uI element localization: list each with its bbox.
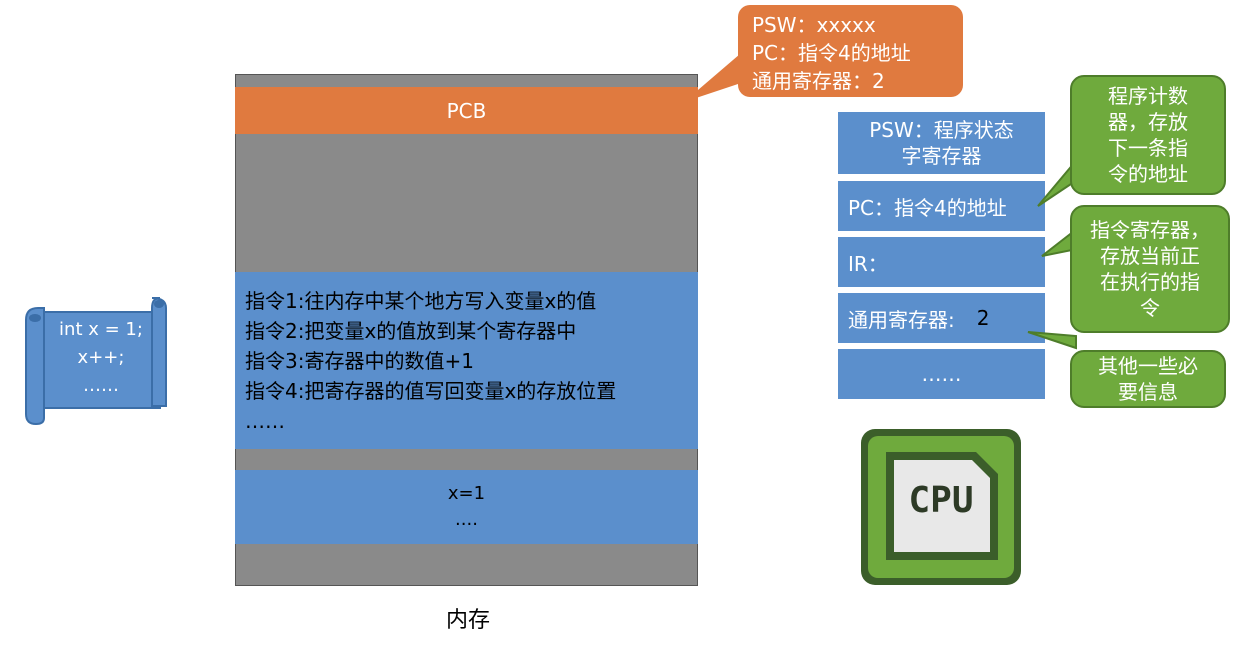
register-pc: PC：指令4的地址 bbox=[838, 181, 1045, 231]
pcb-callout-pointer bbox=[684, 54, 744, 102]
cpu-icon bbox=[861, 429, 1021, 585]
register-ir: IR： bbox=[838, 237, 1045, 287]
data-block: x=1 .... bbox=[235, 470, 698, 544]
other-note-line-2: 要信息 bbox=[1118, 380, 1178, 404]
pc-note-line-3: 下一条指 bbox=[1108, 136, 1188, 160]
register-general-label: 通用寄存器: bbox=[848, 307, 955, 332]
code-line-1: int x = 1; bbox=[59, 319, 143, 340]
pcb-callout-general: 通用寄存器：2 bbox=[752, 69, 885, 93]
code-scroll: int x = 1; x++; …… bbox=[42, 316, 160, 400]
pc-note-line-4: 令的地址 bbox=[1108, 162, 1188, 186]
register-ir-label: IR： bbox=[848, 251, 888, 276]
register-psw-line-2: 字寄存器 bbox=[901, 144, 982, 168]
ir-note-line-4: 令 bbox=[1140, 296, 1160, 320]
register-pc-label: PC：指令4的地址 bbox=[848, 195, 1007, 220]
data-line-2: .... bbox=[455, 509, 478, 530]
pc-note-line-2: 器，存放 bbox=[1108, 110, 1188, 134]
ir-note-line-1: 指令寄存器， bbox=[1090, 218, 1210, 242]
register-psw: PSW：程序状态 字寄存器 bbox=[838, 112, 1045, 174]
ir-note: 指令寄存器， 存放当前正 在执行的指 令 bbox=[1070, 205, 1230, 333]
instruction-line-4: 指令4:把寄存器的值写回变量x的存放位置 bbox=[245, 379, 617, 403]
pcb-block: PCB bbox=[235, 87, 698, 134]
code-line-3: …… bbox=[83, 375, 119, 396]
code-line-2: x++; bbox=[77, 347, 125, 368]
instruction-line-1: 指令1:往内存中某个地方写入变量x的值 bbox=[245, 289, 597, 313]
register-more-label: …… bbox=[921, 362, 962, 386]
code-scroll-shape bbox=[25, 297, 167, 426]
instruction-line-2: 指令2:把变量x的值放到某个寄存器中 bbox=[245, 319, 577, 343]
other-note-line-1: 其他一些必 bbox=[1098, 354, 1198, 378]
memory-label: 内存 bbox=[446, 608, 491, 633]
ir-note-line-3: 在执行的指 bbox=[1100, 270, 1200, 294]
register-general-value: 2 bbox=[976, 306, 990, 330]
pcb-callout: PSW：xxxxx PC：指令4的地址 通用寄存器：2 bbox=[738, 5, 963, 97]
register-general: 通用寄存器: 2 bbox=[838, 293, 1045, 343]
other-note: 其他一些必 要信息 bbox=[1070, 350, 1226, 408]
instruction-block: 指令1:往内存中某个地方写入变量x的值 指令2:把变量x的值放到某个寄存器中 指… bbox=[235, 272, 698, 449]
cpu-label: CPU bbox=[908, 480, 974, 521]
pc-note: 程序计数 器，存放 下一条指 令的地址 bbox=[1070, 75, 1226, 195]
instruction-line-5: …… bbox=[245, 409, 285, 433]
pcb-callout-psw: PSW：xxxxx bbox=[752, 13, 876, 37]
pc-note-line-1: 程序计数 bbox=[1108, 84, 1188, 108]
pcb-label: PCB bbox=[446, 98, 487, 123]
note-pointers bbox=[1027, 153, 1088, 350]
data-line-1: x=1 bbox=[447, 483, 486, 504]
register-more: …… bbox=[838, 349, 1045, 399]
pcb-callout-pc: PC：指令4的地址 bbox=[752, 41, 911, 65]
instruction-line-3: 指令3:寄存器中的数值+1 bbox=[245, 349, 474, 373]
register-psw-line-1: PSW：程序状态 bbox=[869, 118, 1014, 142]
ir-note-line-2: 存放当前正 bbox=[1100, 244, 1200, 268]
